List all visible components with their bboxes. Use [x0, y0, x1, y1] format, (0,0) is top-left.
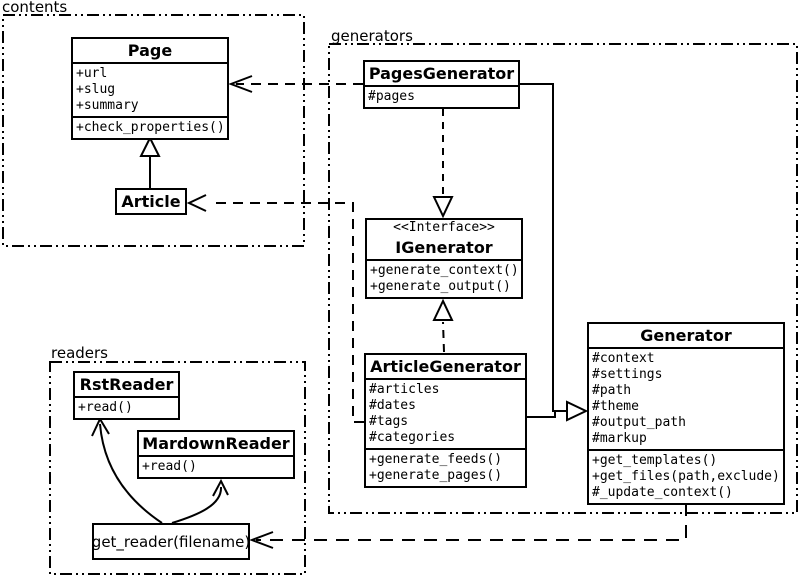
class-title-page: Page [127, 41, 173, 60]
inheritance-arrow-article-to-page [139, 135, 161, 188]
dependency-arrow-articlegenerator-to-article [186, 194, 364, 423]
attribute: +url [76, 66, 108, 81]
methods-compartment-mardownreader: +read() [139, 455, 293, 477]
function-label: get_reader(filename) [91, 532, 251, 551]
methods-compartment-igenerator: +generate_context() +generate_output() [367, 259, 521, 297]
method: +get_files(path,exclude) [592, 469, 780, 484]
class-box-generator: Generator #context #settings #path #them… [587, 322, 785, 505]
attributes-compartment-generator: #context #settings #path #theme #output_… [589, 347, 783, 449]
methods-compartment-rstreader: +read() [75, 396, 178, 418]
realization-arrow-articlegenerator-to-igenerator [432, 298, 454, 353]
method: +generate_pages() [369, 468, 503, 483]
package-border-contents [2, 14, 305, 247]
attribute: #categories [369, 430, 456, 445]
attribute: +slug [76, 82, 116, 97]
class-title-igenerator: IGenerator [395, 238, 493, 257]
attribute: #output_path [592, 415, 686, 430]
class-box-rstreader: RstReader +read() [73, 371, 180, 420]
package-border-readers [49, 361, 306, 575]
dependency-arrow-pagesgenerator-to-page [228, 75, 363, 93]
attribute: #pages [368, 89, 415, 104]
attributes-compartment-page: +url +slug +summary [73, 62, 227, 116]
class-box-igenerator: <<Interface>> IGenerator +generate_conte… [365, 218, 523, 299]
method: +generate_feeds() [369, 452, 503, 467]
class-title-rstreader: RstReader [79, 375, 174, 394]
curved-arrow-getreader-to-mardownreader [171, 478, 229, 524]
class-title-mardownreader: MardownReader [142, 434, 290, 453]
attributes-compartment-articlegenerator: #articles #dates #tags #categories [366, 378, 525, 448]
attribute: #context [592, 351, 655, 366]
stereotype-interface: <<Interface>> [393, 220, 495, 235]
methods-compartment-generator: +get_templates() +get_files(path,exclude… [589, 449, 783, 503]
method: #_update_context() [592, 485, 733, 500]
package-label-generators: generators [331, 27, 413, 45]
dependency-arrow-generator-to-getreader [249, 503, 687, 549]
method: +generate_context() [370, 263, 518, 278]
attribute: #path [592, 383, 632, 398]
attribute: #settings [592, 367, 663, 382]
method: +read() [78, 400, 133, 415]
class-title-article: Article [121, 192, 181, 211]
method: +generate_output() [370, 279, 511, 294]
realization-arrow-pagesgenerator-to-igenerator [432, 109, 454, 219]
class-box-articlegenerator: ArticleGenerator #articles #dates #tags … [364, 353, 527, 488]
method: +check_properties() [76, 120, 224, 135]
class-title-articlegenerator: ArticleGenerator [370, 357, 521, 376]
method: +get_templates() [592, 453, 718, 468]
package-label-readers: readers [51, 344, 108, 362]
class-title-generator: Generator [640, 326, 732, 345]
attribute: #tags [369, 414, 409, 429]
function-box-get-reader: get_reader(filename) [92, 523, 250, 560]
package-label-contents: contents [2, 0, 68, 16]
class-box-page: Page +url +slug +summary +check_properti… [71, 37, 229, 140]
package-border-generators [328, 43, 798, 514]
attribute: #theme [592, 399, 639, 414]
attribute: #dates [369, 398, 416, 413]
class-box-mardownreader: MardownReader +read() [137, 430, 295, 479]
attribute: #markup [592, 431, 647, 446]
method: +read() [142, 459, 197, 474]
methods-compartment-articlegenerator: +generate_feeds() +generate_pages() [366, 448, 525, 486]
class-title-pagesgenerator: PagesGenerator [368, 64, 515, 83]
inheritance-arrow-generators-to-generator [520, 83, 589, 422]
attribute: +summary [76, 98, 139, 113]
attributes-compartment-pagesgenerator: #pages [365, 85, 518, 107]
class-box-article: Article [115, 188, 187, 215]
attribute: #articles [369, 382, 440, 397]
methods-compartment-page: +check_properties() [73, 116, 227, 138]
class-box-pagesgenerator: PagesGenerator #pages [363, 60, 520, 109]
